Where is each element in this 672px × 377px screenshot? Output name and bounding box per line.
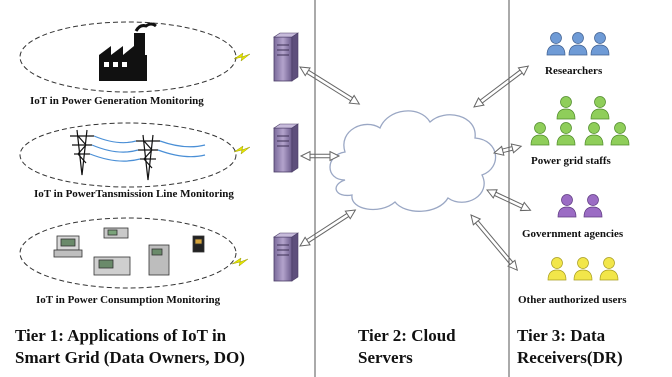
generation-ellipse <box>19 21 237 93</box>
receiver-label-power-grid-staffs: Power grid staffs <box>531 155 611 167</box>
government-agencies-icon <box>557 194 603 218</box>
cloud-icon <box>329 110 497 212</box>
generation-label: IoT in Power Generation Monitoring <box>30 95 204 107</box>
tier3-title-line1: Tier 3: Data <box>517 326 606 345</box>
transmission-ellipse <box>19 122 237 188</box>
tier1-title: Tier 1: Applications of IoT in Smart Gri… <box>15 325 245 369</box>
power-grid-staffs-icon <box>530 96 630 146</box>
server-transmission-icon <box>273 123 299 173</box>
tier3-title-line2: Receivers(DR) <box>517 348 623 367</box>
connection-arrows-left <box>299 66 361 247</box>
lightning-transmission-icon <box>233 145 251 155</box>
tier1-title-line1: Tier 1: Applications of IoT in <box>15 326 227 345</box>
transmission-tower-icon <box>70 129 206 181</box>
consumption-label: IoT in Power Consumption Monitoring <box>36 294 221 306</box>
server-generation-icon <box>273 32 299 82</box>
consumption-ellipse <box>19 217 237 289</box>
server-consumption-icon <box>273 232 299 282</box>
transmission-label: IoT in PowerTansmission Line Monitoring <box>34 188 234 200</box>
meter-devices-icon <box>53 227 205 276</box>
tier1-title-line2: Smart Grid (Data Owners, DO) <box>15 348 245 367</box>
receiver-label-government-agencies: Government agencies <box>522 228 624 240</box>
other-users-icon <box>547 257 619 281</box>
tier3-title: Tier 3: Data Receivers(DR) <box>517 325 623 369</box>
researchers-icon <box>546 32 610 56</box>
tier2-title-line1: Tier 2: Cloud <box>358 326 456 345</box>
connection-arrows-right <box>470 65 532 272</box>
tier2-title-line2: Servers <box>358 348 413 367</box>
receiver-label-other-users: Other authorized users <box>518 294 627 306</box>
factory-icon <box>99 22 157 81</box>
lightning-consumption-icon <box>231 257 249 267</box>
tier2-title: Tier 2: Cloud Servers <box>358 325 456 369</box>
receiver-label-researchers: Researchers <box>545 65 603 77</box>
